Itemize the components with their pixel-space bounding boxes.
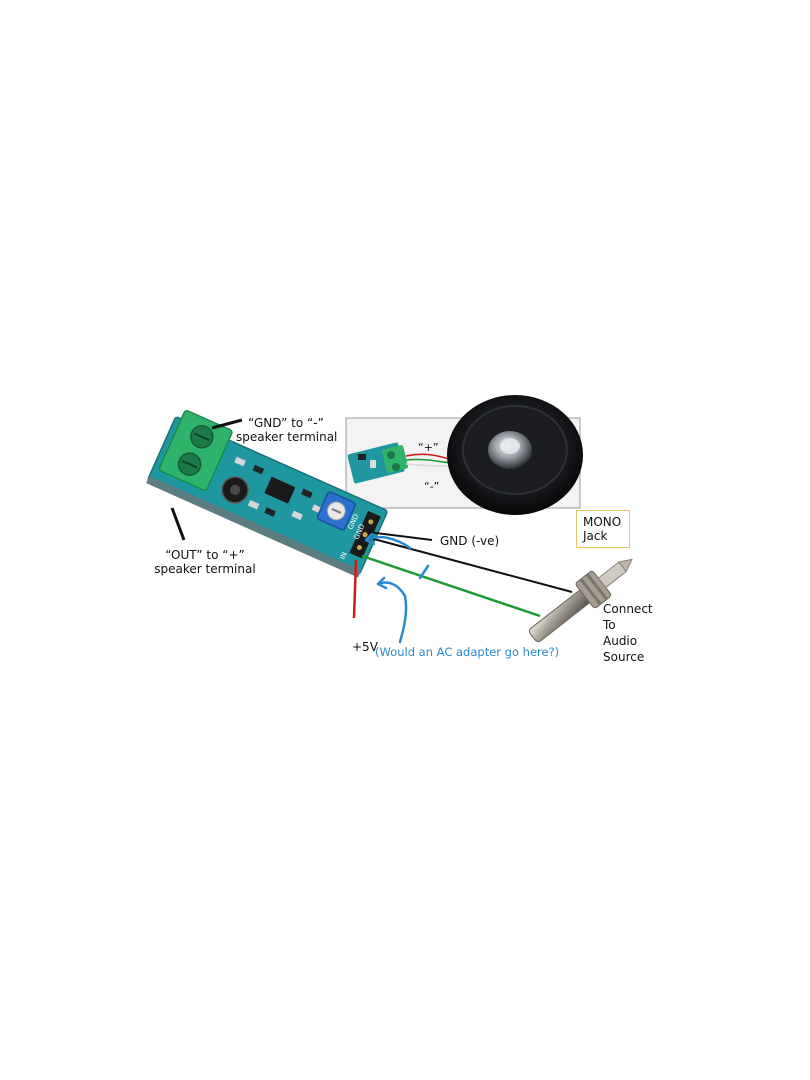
inset-plus-label: “+” <box>418 441 439 454</box>
connect-audio-label: Connect To Audio Source <box>603 601 653 665</box>
connect-line4: Source <box>603 650 645 664</box>
wire-red-5v <box>352 559 358 619</box>
mono-label-line1: MONO <box>583 515 622 529</box>
leader-out-terminal <box>170 507 186 541</box>
blue-bracket-line <box>398 594 408 644</box>
inset-board <box>347 442 409 484</box>
wire-black-to-jack <box>369 537 573 593</box>
gnd-terminal-label-line2: speaker terminal <box>236 430 338 444</box>
connect-line2: To <box>603 618 616 632</box>
mono-label-line2: Jack <box>583 529 608 543</box>
connect-line3: Audio <box>603 634 638 648</box>
blue-dash <box>418 564 430 580</box>
pcb-edge <box>146 475 362 578</box>
screw-terminal <box>158 409 233 492</box>
gnd-pin-label: GND (-ve) <box>440 534 500 548</box>
ac-adapter-question: (Would an AC adapter go here?) <box>375 645 560 659</box>
inset-minus-label: “-” <box>424 480 440 493</box>
amplifier-board <box>146 409 388 578</box>
out-terminal-label: “OUT” to “+” speaker terminal <box>150 548 260 576</box>
mono-jack-label-box: MONO Jack <box>576 510 630 548</box>
blue-arrow-bottom <box>376 581 407 598</box>
speaker <box>447 395 583 515</box>
gnd-terminal-label-line1: “GND” to “-” <box>248 416 324 430</box>
gnd-terminal-label: “GND” to “-” speaker terminal <box>236 416 338 444</box>
jack-tip <box>617 558 633 573</box>
mono-jack-label: MONO Jack <box>583 515 621 543</box>
mono-jack-plug <box>528 558 633 643</box>
wire-green-signal <box>361 554 541 618</box>
pin-label-in: IN <box>339 551 349 561</box>
out-terminal-label-line2: speaker terminal <box>154 562 256 576</box>
out-terminal-label-line1: “OUT” to “+” <box>165 548 245 562</box>
wire-gnd-label <box>367 531 433 541</box>
blue-arrow-top <box>364 536 412 550</box>
inset-photo <box>345 395 583 515</box>
blue-annotations <box>364 532 430 644</box>
ic-chip <box>264 476 296 504</box>
connect-line1: Connect <box>603 602 653 616</box>
plus5v-label: +5V <box>352 640 378 654</box>
leader-gnd-terminal <box>211 418 243 430</box>
